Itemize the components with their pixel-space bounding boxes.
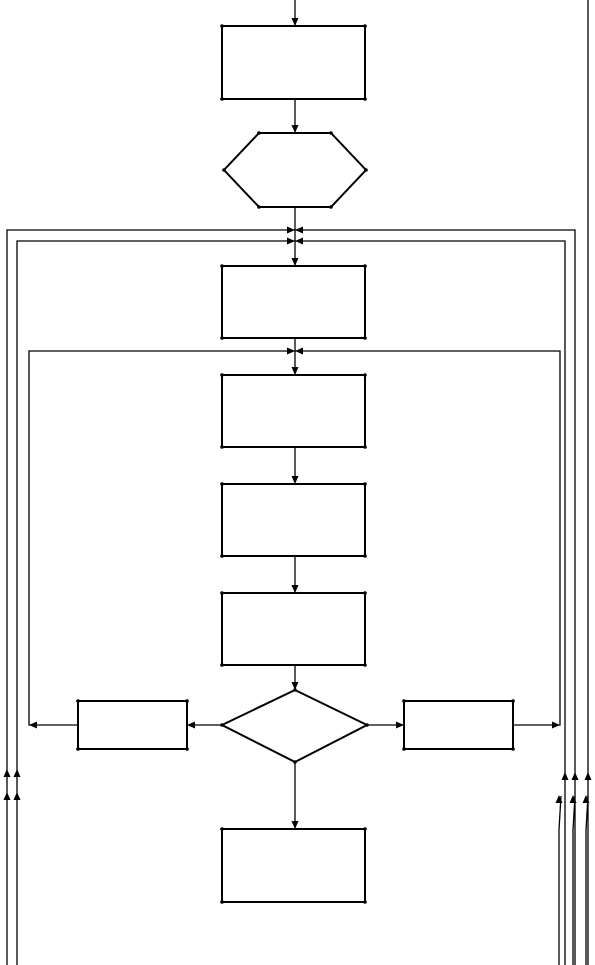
process-2-box xyxy=(221,265,366,339)
corner-dot xyxy=(363,445,367,449)
connector-lines xyxy=(6,0,589,965)
arrow-into-process2 xyxy=(291,258,299,266)
flowchart-nodes xyxy=(77,25,514,903)
arrow-up-left-outer-1 xyxy=(3,769,11,777)
external-left-line-outer xyxy=(6,229,295,965)
corner-dot xyxy=(365,723,369,727)
corner-dot xyxy=(364,168,368,172)
arrow-into-left-branch xyxy=(187,721,195,729)
arrow-right-loop-down xyxy=(552,721,560,729)
process-5-box xyxy=(221,592,366,666)
arrow-into-decision xyxy=(291,682,299,690)
corner-dot xyxy=(363,900,367,904)
arrow-up-left-inner-2 xyxy=(13,792,21,800)
slanted-line-right-2 xyxy=(572,795,576,965)
corner-dot xyxy=(363,591,367,595)
right-branch-box xyxy=(403,700,514,750)
corner-dot xyxy=(363,482,367,486)
arrow-up-right-1b xyxy=(555,795,563,803)
slanted-line-right-1 xyxy=(558,795,562,965)
corner-dot xyxy=(293,688,297,692)
corner-dot xyxy=(363,827,367,831)
corner-dot xyxy=(402,747,406,751)
corner-dot xyxy=(185,699,189,703)
corner-dot xyxy=(257,205,261,209)
arrow-up-left-outer-2 xyxy=(3,792,11,800)
corner-dot xyxy=(220,900,224,904)
decision-diamond xyxy=(219,688,370,764)
external-right-line-inner xyxy=(295,240,566,965)
corner-dot xyxy=(220,482,224,486)
arrow-up-right-2b xyxy=(569,795,577,803)
corner-dot xyxy=(220,554,224,558)
arrow-up-right-1a xyxy=(561,772,569,780)
loop-left-branch-to-process3 xyxy=(28,350,295,726)
corner-dot xyxy=(220,264,224,268)
corner-dot xyxy=(363,97,367,101)
corner-dot xyxy=(220,591,224,595)
corner-dot xyxy=(293,760,297,764)
arrow-into-final xyxy=(291,821,299,829)
loop-right-branch-to-process3 xyxy=(295,350,561,726)
corner-dot xyxy=(363,336,367,340)
corner-dot xyxy=(220,97,224,101)
corner-dot xyxy=(220,723,224,727)
corner-dot xyxy=(76,699,80,703)
arrowheads xyxy=(3,18,592,829)
slanted-line-right-3 xyxy=(585,795,589,965)
left-branch-box xyxy=(77,700,188,750)
arrow-into-process4 xyxy=(291,476,299,484)
arrow-into-process5 xyxy=(291,585,299,593)
arrow-up-right-3a xyxy=(584,772,592,780)
corner-dot xyxy=(363,264,367,268)
arrow-merge-right-lower xyxy=(295,237,303,245)
process-final-box xyxy=(221,828,366,903)
arrow-merge-right-upper xyxy=(295,226,303,234)
corner-dot xyxy=(220,24,224,28)
corner-dot xyxy=(222,168,226,172)
corner-dot xyxy=(511,747,515,751)
arrow-merge-left-loop xyxy=(287,347,295,355)
corner-dot xyxy=(511,699,515,703)
corner-dot xyxy=(76,747,80,751)
corner-dot xyxy=(363,24,367,28)
corner-dot xyxy=(363,554,367,558)
external-left-line-inner xyxy=(16,240,295,965)
corner-dot xyxy=(329,205,333,209)
arrow-merge-left-upper xyxy=(287,226,295,234)
corner-dot xyxy=(257,131,261,135)
node-corner-dots xyxy=(76,24,515,904)
corner-dot xyxy=(220,827,224,831)
process-4-box xyxy=(221,483,366,557)
corner-dot xyxy=(402,699,406,703)
corner-dot xyxy=(220,445,224,449)
external-right-line-outer xyxy=(295,229,576,965)
corner-dot xyxy=(220,663,224,667)
arrow-up-left-inner-1 xyxy=(13,769,21,777)
corner-dot xyxy=(363,663,367,667)
corner-dot xyxy=(363,373,367,377)
arrow-up-right-2a xyxy=(571,772,579,780)
process-3-box xyxy=(221,374,366,448)
arrow-merge-right-loop xyxy=(295,347,303,355)
arrow-merge-left-lower xyxy=(287,237,295,245)
corner-dot xyxy=(220,373,224,377)
process-1-box xyxy=(221,25,366,100)
arrow-up-right-3b xyxy=(582,795,590,803)
preparation-hexagon xyxy=(222,132,368,208)
arrow-into-right-branch xyxy=(396,721,404,729)
corner-dot xyxy=(185,747,189,751)
corner-dot xyxy=(329,131,333,135)
arrow-into-process1 xyxy=(291,18,299,26)
corner-dot xyxy=(220,336,224,340)
arrow-into-process3 xyxy=(291,367,299,375)
arrow-into-preparation xyxy=(291,125,299,133)
arrow-left-loop-down xyxy=(29,721,37,729)
